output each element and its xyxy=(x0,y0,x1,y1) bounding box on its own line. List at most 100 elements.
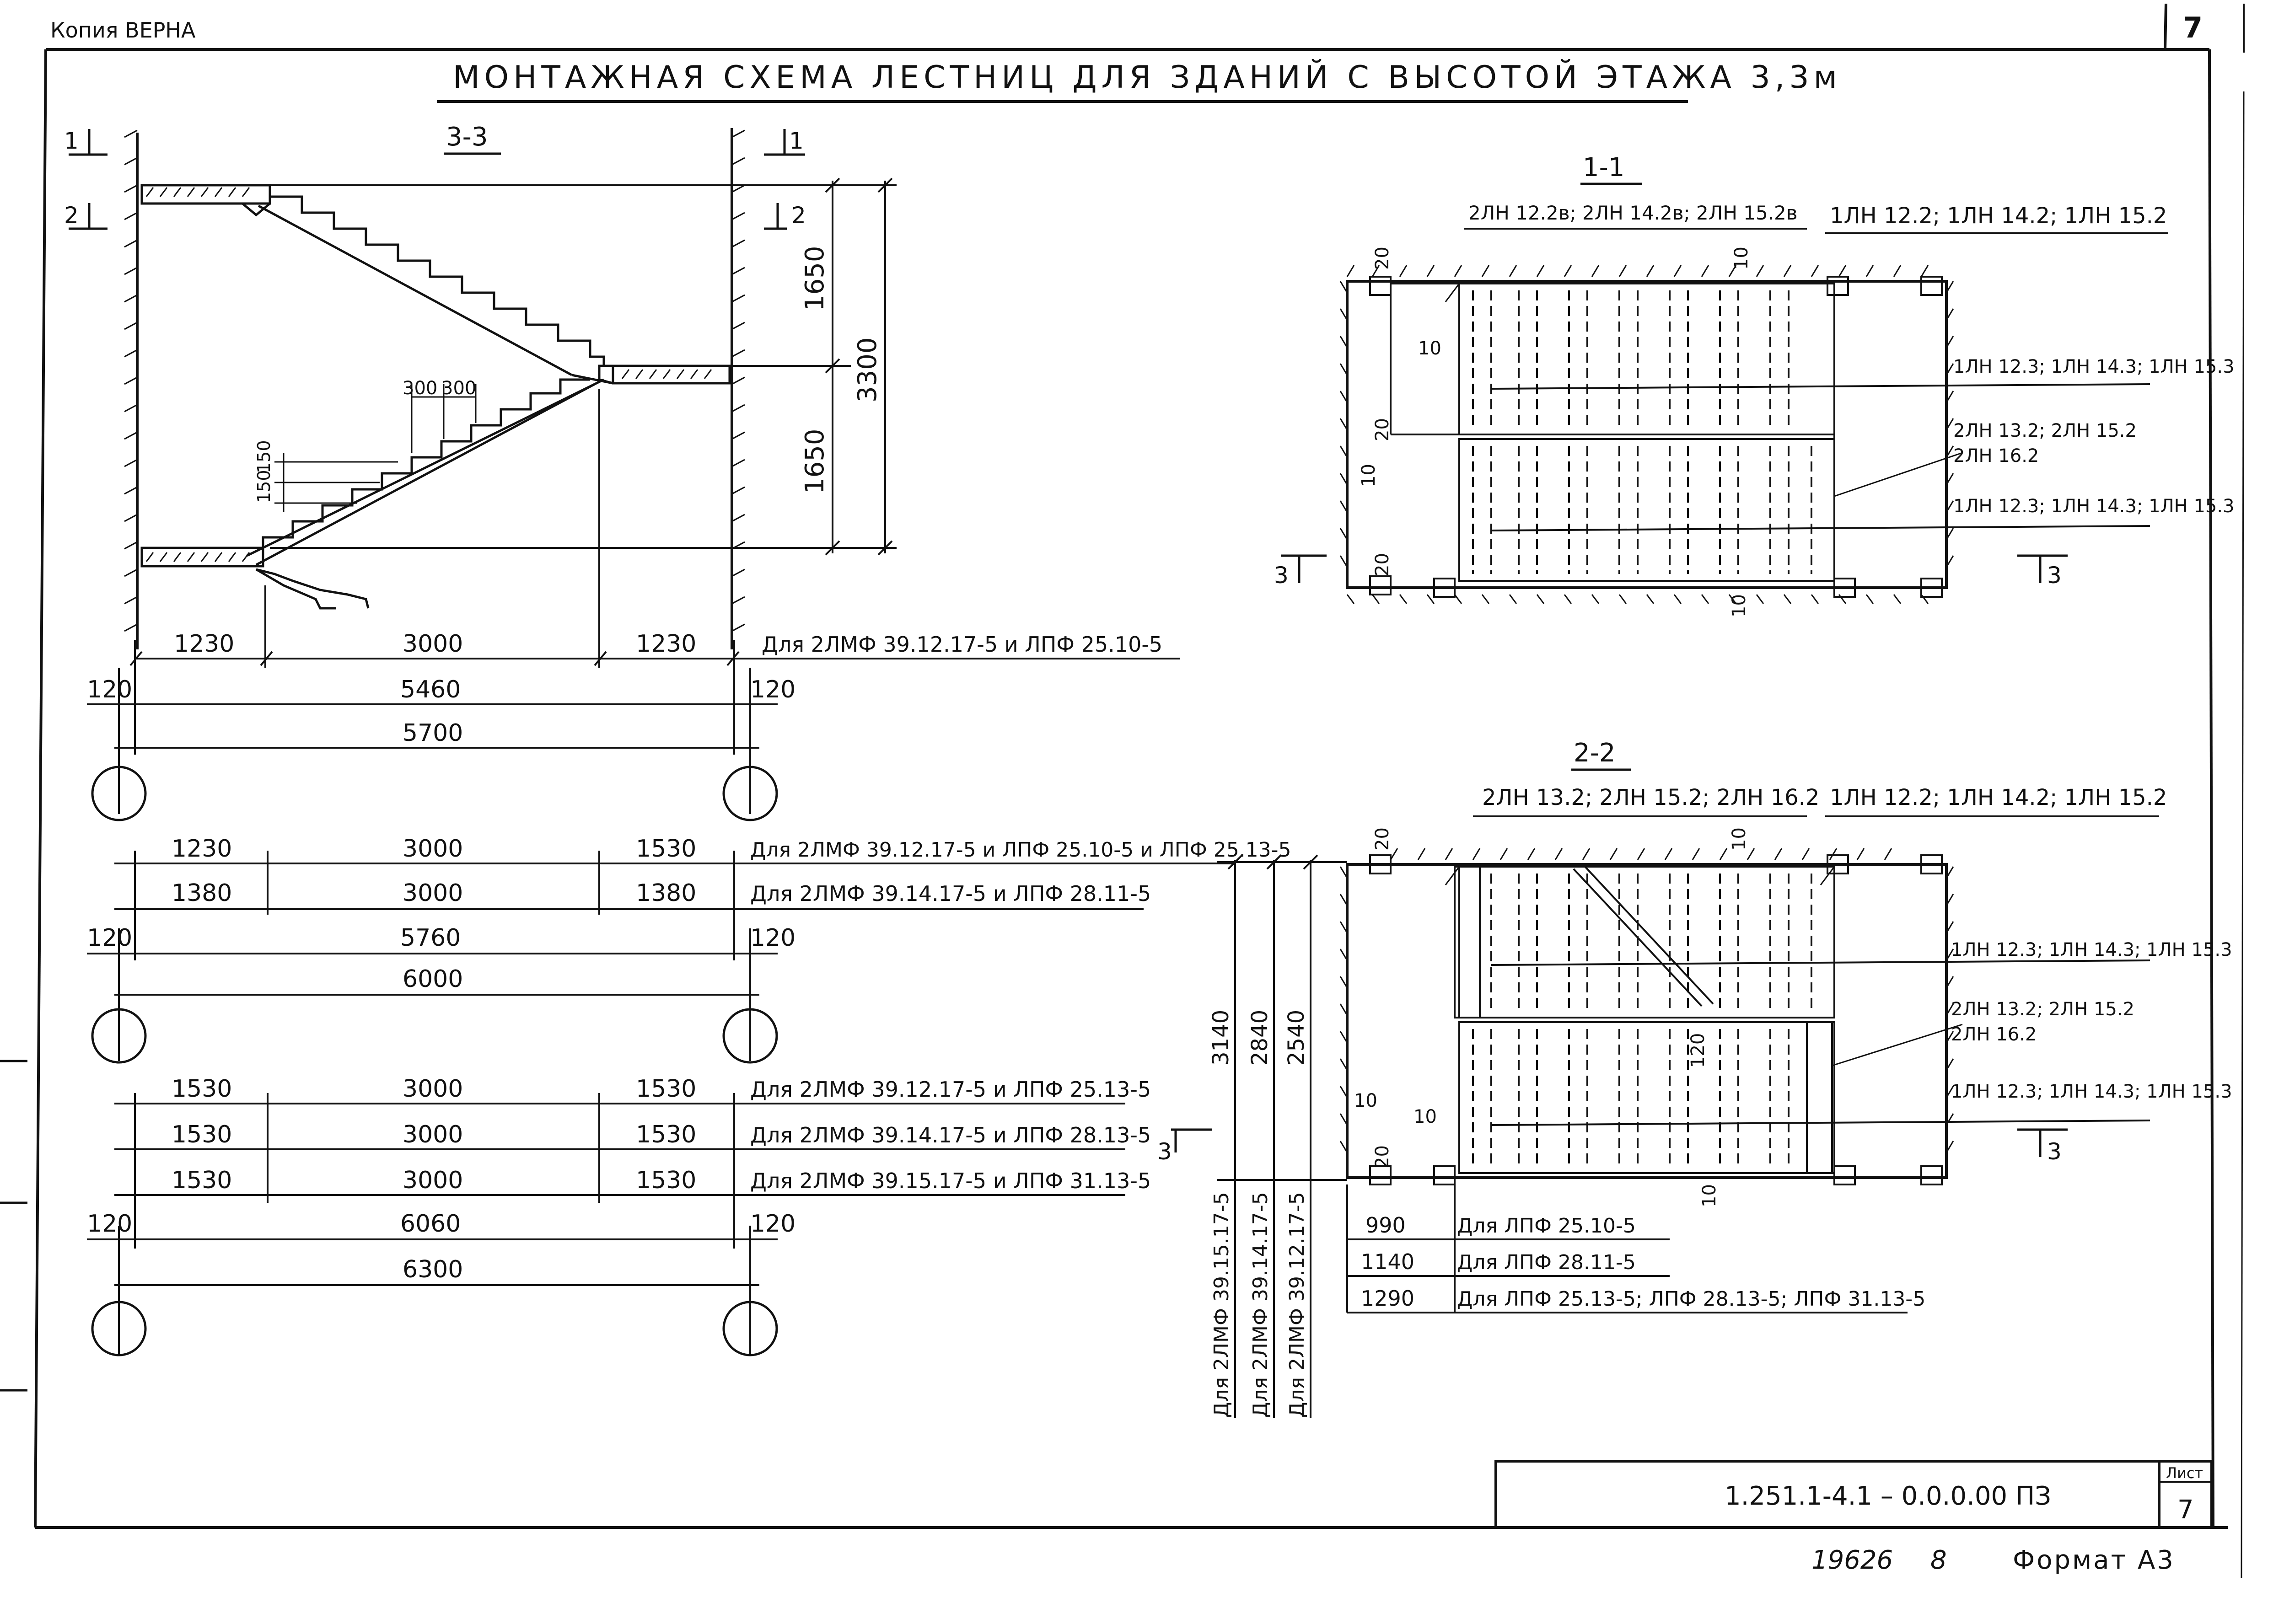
p22-width-3: 1290 xyxy=(1361,1286,1414,1311)
b6000-r2-left: 1380 xyxy=(172,879,232,907)
b6000-total: 6000 xyxy=(403,965,463,993)
p11-cut-left: 3 xyxy=(1274,562,1289,589)
p22-dim-10d: 10 xyxy=(1699,1184,1720,1207)
list-number: 7 xyxy=(2177,1495,2194,1525)
upper-landing-slab xyxy=(140,184,271,217)
p22-cut-right: 3 xyxy=(2047,1138,2062,1165)
riser-dim-1: 150 xyxy=(254,470,274,503)
list-label: Лист xyxy=(2166,1464,2203,1482)
p11-dim-10c: 10 xyxy=(1358,464,1379,487)
height-lower: 1650 xyxy=(800,429,830,494)
axis-marker-right xyxy=(722,1301,778,1356)
height-upper: 1650 xyxy=(800,246,830,311)
p11-right-note-1: 1ЛН 12.3; 1ЛН 14.3; 1ЛН 15.3 xyxy=(1953,356,2235,377)
wall-right-dim: 120 xyxy=(750,676,795,703)
p22-width-3-note: Для ЛПФ 25.13-5; ЛПФ 28.13-5; ЛПФ 31.13-… xyxy=(1457,1287,1925,1311)
b6000-r1-mid: 3000 xyxy=(403,835,463,863)
p22-dim-20a: 20 xyxy=(1372,827,1393,851)
page-title: МОНТАЖНАЯ СХЕМА ЛЕСТНИЦ ДЛЯ ЗДАНИЙ С ВЫС… xyxy=(453,59,1842,96)
b6000-wall-right: 120 xyxy=(750,924,795,952)
p22-cut-left: 3 xyxy=(1157,1138,1172,1165)
p11-cut-right: 3 xyxy=(2047,562,2062,589)
right-wall xyxy=(731,128,745,649)
b6300-wall-right: 120 xyxy=(750,1210,795,1238)
p22-height-3: 2540 xyxy=(1284,1010,1309,1066)
p11-right-note-2b: 2ЛН 16.2 xyxy=(1953,445,2039,466)
p22-vertical-note-1: Для 2ЛМФ 39.15.17-5 xyxy=(1210,1192,1233,1418)
span-left: 1230 xyxy=(174,630,234,658)
plan-2-2: 2-2 2ЛН 13.2; 2ЛН 15.2; 2ЛН 16.2 1ЛН 12.… xyxy=(1157,738,2232,1418)
p22-width-2-note: Для ЛПФ 28.11-5 xyxy=(1457,1251,1636,1274)
b6300-r2-right: 1530 xyxy=(636,1121,696,1148)
axis-marker-left xyxy=(91,1008,147,1064)
p22-dim-10b: 10 xyxy=(1354,1090,1377,1111)
document-code: 1.251.1-4.1 – 0.0.0.00 ПЗ xyxy=(1725,1481,2051,1511)
b6300-r1-right: 1530 xyxy=(636,1075,696,1103)
span-note: Для 2ЛМФ 39.12.17-5 и ЛПФ 25.10-5 xyxy=(762,632,1162,657)
p22-right-note-1: 1ЛН 12.3; 1ЛН 14.3; 1ЛН 15.3 xyxy=(1951,939,2232,960)
span-right: 1230 xyxy=(636,630,696,658)
inner-dim: 5460 xyxy=(400,676,461,703)
cut-2-right: 2 xyxy=(791,202,806,229)
p22-vertical-note-2: Для 2ЛМФ 39.14.17-5 xyxy=(1249,1192,1272,1418)
title-block xyxy=(1494,1460,2213,1529)
b6000-r1-left: 1230 xyxy=(172,835,232,863)
axis-marker-right xyxy=(722,766,778,821)
b6000-wall-left: 120 xyxy=(87,924,132,952)
b6300-r3-right: 1530 xyxy=(636,1167,696,1194)
p22-dim-10c: 10 xyxy=(1413,1106,1437,1127)
p11-right-note-3: 1ЛН 12.3; 1ЛН 14.3; 1ЛН 15.3 xyxy=(1953,496,2235,517)
p22-height-2: 2840 xyxy=(1247,1010,1273,1066)
span-dimension-lines xyxy=(87,389,1180,814)
b6000-r2-right: 1380 xyxy=(636,879,696,907)
p11-dim-20c: 20 xyxy=(1372,553,1393,576)
p22-width-1-note: Для ЛПФ 25.10-5 xyxy=(1457,1214,1636,1238)
p22-dim-120: 120 xyxy=(1687,1033,1709,1068)
b6300-r2-left: 1530 xyxy=(172,1121,232,1148)
lower-stair-flight xyxy=(246,378,605,610)
section-3-3-label: 3-3 xyxy=(446,122,488,152)
b6300-r3-left: 1530 xyxy=(172,1167,232,1194)
b6300-r3-note: Для 2ЛМФ 39.15.17-5 и ЛПФ 31.13-5 xyxy=(750,1168,1151,1193)
p11-dim-10b: 10 xyxy=(1731,247,1752,270)
sheet-number-top: 7 xyxy=(2183,11,2203,44)
upper-stair-flight xyxy=(258,185,613,385)
b6300-inner: 6060 xyxy=(400,1210,461,1238)
inventory-number: 19626 xyxy=(1811,1545,1893,1575)
p22-height-1: 3140 xyxy=(1208,1010,1234,1066)
section-3-3: 3-3 xyxy=(64,122,1180,821)
p22-right-note-2b: 2ЛН 16.2 xyxy=(1951,1024,2037,1045)
b6000-inner: 5760 xyxy=(400,924,461,952)
left-wall xyxy=(124,129,139,649)
plan-2-2-label: 2-2 xyxy=(1574,738,1615,768)
p22-right-note-2a: 2ЛН 13.2; 2ЛН 15.2 xyxy=(1951,999,2134,1020)
b6000-r1-note: Для 2ЛМФ 39.12.17-5 и ЛПФ 25.10-5 и ЛПФ … xyxy=(750,838,1291,862)
b6300-r1-mid: 3000 xyxy=(403,1075,463,1103)
middle-landing-slab xyxy=(598,364,731,385)
p22-width-1: 990 xyxy=(1365,1213,1406,1238)
height-dimension-lines xyxy=(270,177,897,556)
cut-1-left: 1 xyxy=(64,128,79,154)
plan-2-2-top-left-note: 2ЛН 13.2; 2ЛН 15.2; 2ЛН 16.2 xyxy=(1482,785,1819,810)
p11-right-note-2a: 2ЛН 13.2; 2ЛН 15.2 xyxy=(1953,420,2137,441)
tread-dim-1: 300 xyxy=(403,378,437,399)
axis-marker-right xyxy=(722,1008,778,1064)
p22-vertical-note-3: Для 2ЛМФ 39.12.17-5 xyxy=(1285,1192,1309,1418)
b6300-total: 6300 xyxy=(403,1256,463,1283)
b6300-r2-note: Для 2ЛМФ 39.14.17-5 и ЛПФ 28.13-5 xyxy=(750,1123,1151,1147)
plan-1-1-top-right-note: 1ЛН 12.2; 1ЛН 14.2; 1ЛН 15.2 xyxy=(1830,203,2167,229)
inventory-sub: 8 xyxy=(1930,1545,1947,1575)
plan-1-1-label: 1-1 xyxy=(1583,153,1624,182)
lower-landing-slab xyxy=(140,547,264,568)
plan-1-1-top-left-note: 2ЛН 12.2в; 2ЛН 14.2в; 2ЛН 15.2в xyxy=(1468,202,1798,224)
dimension-block-6300: 1530 3000 1530 Для 2ЛМФ 39.12.17-5 и ЛПФ… xyxy=(87,1075,1151,1356)
tread-dim-2: 300 xyxy=(441,378,476,399)
riser-dim-2: 150 xyxy=(254,440,274,473)
sheet-frame xyxy=(0,3,2245,1578)
dimension-block-6000: 1230 3000 1530 Для 2ЛМФ 39.12.17-5 и ЛПФ… xyxy=(87,835,1291,1064)
p11-dim-10a: 10 xyxy=(1418,338,1441,359)
height-total: 3300 xyxy=(853,337,882,402)
p22-right-note-3: 1ЛН 12.3; 1ЛН 14.3; 1ЛН 15.3 xyxy=(1951,1081,2232,1102)
b6300-r3-mid: 3000 xyxy=(403,1167,463,1194)
